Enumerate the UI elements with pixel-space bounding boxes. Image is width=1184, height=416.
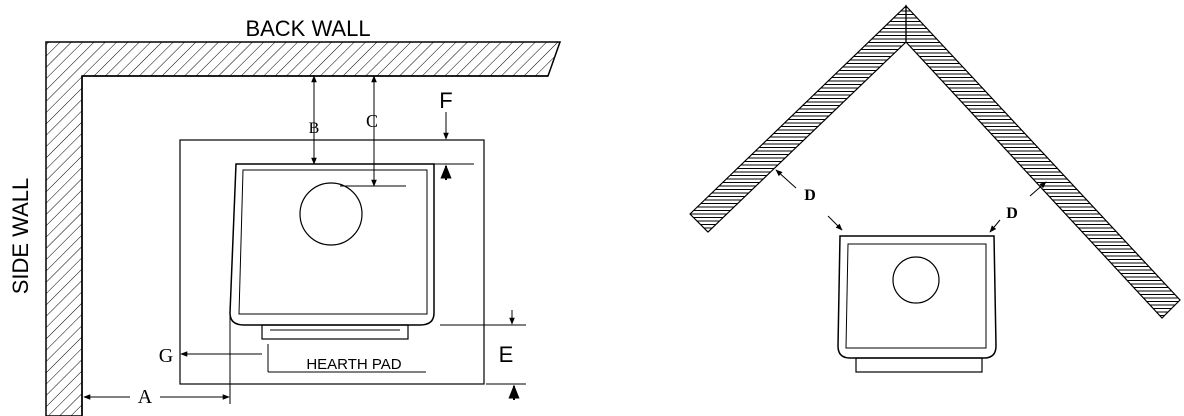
stove-base <box>261 324 409 340</box>
stove-body <box>229 163 435 326</box>
hearth-pad-label: HEARTH PAD <box>306 356 401 373</box>
dimension-label-f: F <box>439 88 452 113</box>
side-wall-label: SIDE WALL <box>8 178 33 295</box>
corner-wall-left <box>689 4 907 233</box>
back-wall-label: BACK WALL <box>245 16 370 41</box>
right-corner-view: D D <box>689 4 1181 373</box>
dimension-label-a: A <box>138 386 153 408</box>
left-installation-view: BACK WALL SIDE WALL HEARTH PAD B C F E G… <box>8 16 562 416</box>
dimension-label-e: E <box>499 342 514 367</box>
hearth-pad-outline <box>179 139 485 385</box>
corner-stove-flue <box>892 256 940 304</box>
wall-hatch <box>45 41 562 416</box>
dimension-label-b: B <box>309 120 320 137</box>
dimension-label-d-right: D <box>1006 205 1018 222</box>
corner-stove-body <box>837 235 997 359</box>
flue-collar <box>299 182 363 246</box>
corner-wall-right <box>905 4 1181 319</box>
dimension-label-c: C <box>366 111 378 131</box>
corner-stove-base <box>855 357 983 373</box>
dimension-label-d-left: D <box>804 187 816 204</box>
dimension-label-g: G <box>159 345 173 367</box>
